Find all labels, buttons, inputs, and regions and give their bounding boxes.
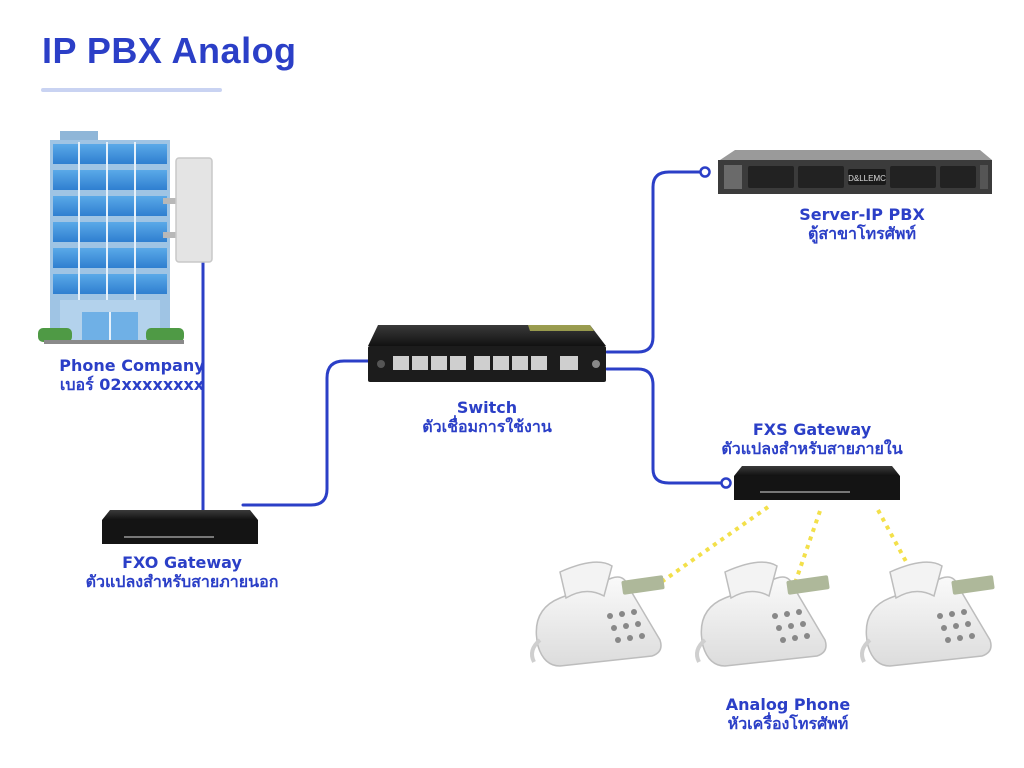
analog-phone-name: Analog Phone (725, 695, 851, 714)
link-fxo-switch (241, 359, 372, 507)
port-dot-fxs (720, 477, 732, 489)
link-fxs-phone-2 (793, 510, 822, 584)
server-desc: ตู้สาขาโทรศัพท์ (807, 224, 917, 243)
fxs-gateway-icon (734, 466, 900, 500)
phone-company-label: Phone Company เบอร์ 02xxxxxxxx (20, 356, 244, 394)
office-building-icon (38, 131, 213, 344)
link-switch-server (605, 170, 705, 354)
switch-desc: ตัวเชื่อมการใช้งาน (422, 417, 552, 436)
fxo-gateway-desc: ตัวแปลงสำหรับสายภายนอก (85, 572, 279, 591)
desk-phone-icon (695, 561, 830, 667)
server-name: Server-IP PBX (799, 205, 925, 224)
server-label: Server-IP PBX ตู้สาขาโทรศัพท์ (752, 205, 972, 243)
fxs-gateway-label: FXS Gateway ตัวแปลงสำหรับสายภายใน (690, 420, 934, 458)
link-fxs-phone-1 (658, 505, 770, 585)
link-switch-fxs (605, 367, 726, 485)
title-underline (41, 88, 222, 92)
phone-links (658, 505, 917, 585)
fxo-gateway-name: FXO Gateway (122, 553, 242, 572)
rack-server-icon: D&LLEMC (718, 150, 992, 194)
fxs-gateway-name: FXS Gateway (752, 420, 872, 439)
page-title: IP PBX Analog (42, 30, 297, 71)
desk-phone-icon (860, 561, 995, 667)
fxs-gateway-desc: ตัวแปลงสำหรับสายภายใน (721, 439, 903, 458)
analog-phone-label: Analog Phone หัวเครื่องโทรศัพท์ (678, 695, 898, 733)
port-dot-server (699, 166, 711, 178)
connection-lines (201, 170, 726, 514)
network-switch-icon (368, 325, 606, 382)
phone-company-name: Phone Company (59, 356, 205, 375)
fxo-gateway-icon (102, 510, 258, 544)
switch-label: Switch ตัวเชื่อมการใช้งาน (377, 398, 597, 436)
fxo-gateway-label: FXO Gateway ตัวแปลงสำหรับสายภายนอก (60, 553, 304, 591)
server-brand-text: D&LLEMC (848, 174, 886, 183)
analog-phone-desc: หัวเครื่องโทรศัพท์ (727, 714, 849, 733)
phone-company-number: เบอร์ 02xxxxxxxx (59, 375, 205, 394)
switch-name: Switch (456, 398, 518, 417)
desk-phone-icon (530, 561, 665, 667)
